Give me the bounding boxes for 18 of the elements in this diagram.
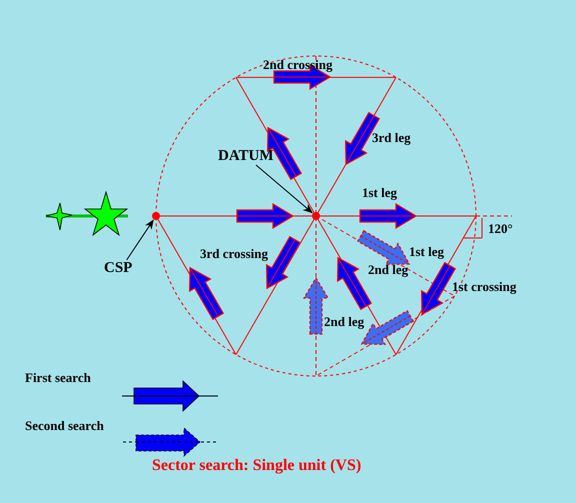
caption: Sector search: Single unit (VS) [152, 457, 362, 475]
leg-label: 1st crossing [452, 280, 516, 294]
leg-label: 2nd leg [368, 263, 408, 278]
leg-label: 1st leg [409, 245, 444, 260]
leg-label: 1st leg [362, 186, 398, 200]
legend-label: Second search [25, 419, 104, 434]
angle-label: 120° [488, 222, 513, 236]
legend-label: First search [25, 371, 91, 386]
leg-label: 3rd crossing [200, 247, 268, 262]
search-point [152, 212, 160, 220]
leg-label: 3rd leg [372, 131, 411, 146]
leg-label: 2nd leg [324, 315, 364, 330]
leg-label: 2nd crossing [263, 58, 332, 72]
search-point [312, 212, 320, 220]
leader-line [126, 219, 154, 260]
point-label: DATUM [218, 148, 274, 164]
point-label: CSP [104, 260, 132, 276]
leader-line [256, 164, 313, 214]
